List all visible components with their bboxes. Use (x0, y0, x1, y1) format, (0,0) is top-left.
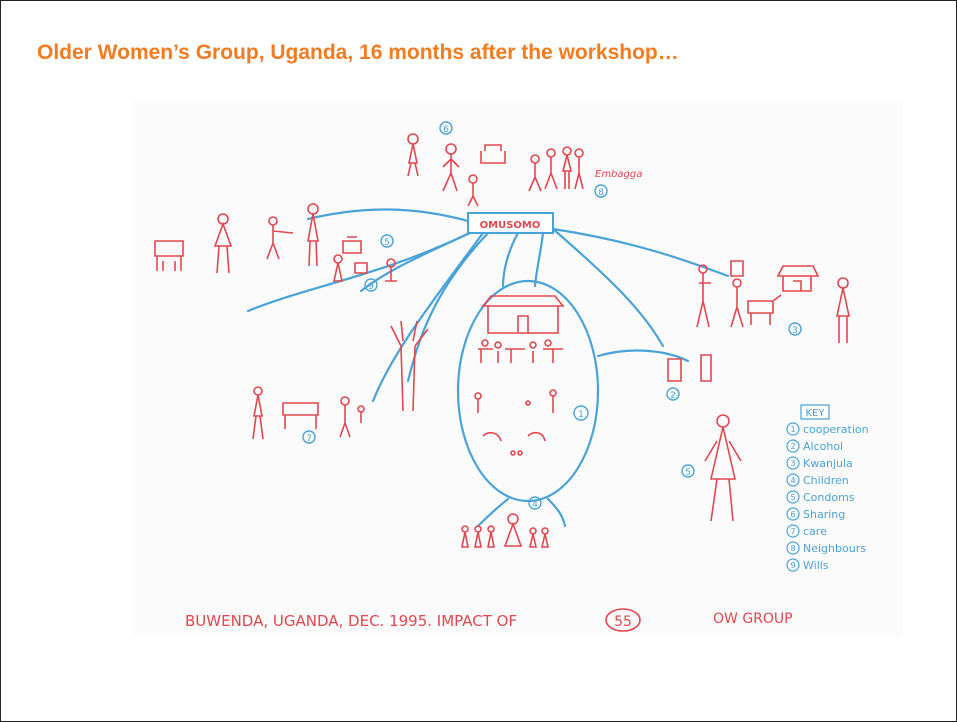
key-item-label: Kwanjula (803, 457, 853, 470)
key-item-number: 9 (790, 561, 795, 570)
marker-1: 1 (578, 410, 584, 420)
marker-8-circle (594, 184, 608, 198)
key-item-label: Wills (803, 559, 829, 572)
marker-3: 3 (792, 326, 798, 336)
marker-6: 6 (443, 125, 449, 135)
marker-5b-circle (681, 464, 695, 478)
key-item-number: 6 (790, 510, 795, 519)
marker-5a-circle (380, 234, 394, 248)
key-item-marker (786, 490, 800, 504)
marker-2-circle (666, 387, 680, 401)
marker-7: 7 (306, 434, 312, 444)
marker-8: 8 (598, 188, 604, 198)
key-item-marker (786, 422, 800, 436)
hand-drawn-impact-diagram: OMUSOMO 6 Embagga 8 (133, 101, 903, 636)
omusomo-label: OMUSOMO (480, 220, 541, 231)
key-title: KEY (806, 408, 826, 419)
key-item-label: Condoms (803, 491, 855, 504)
marker-3-circle (788, 322, 802, 336)
key-item-number: 2 (790, 442, 795, 451)
caption-circled-number: 55 (614, 614, 632, 630)
caption-circle (605, 608, 641, 632)
key-item-label: Alcohol (803, 440, 843, 453)
figures-wills-group (154, 203, 397, 282)
key-item-marker (786, 456, 800, 470)
key-item-marker (786, 439, 800, 453)
figure-condoms-right (704, 414, 742, 522)
marker-9-circle (364, 278, 378, 292)
embagga-label: Embagga (595, 169, 642, 180)
key-item-number: 8 (790, 544, 795, 553)
tree-drawing (390, 320, 429, 412)
key-item-label: cooperation (803, 423, 869, 436)
marker-5-top: 5 (384, 238, 390, 248)
key-item-marker (786, 473, 800, 487)
figures-sharing-group (407, 133, 584, 207)
marker-1-circle (573, 405, 589, 421)
marker-4: 4 (532, 500, 538, 510)
key-item-number: 1 (790, 425, 795, 434)
key-item-marker (786, 507, 800, 521)
key-item-marker (786, 558, 800, 572)
figures-village-group (474, 295, 565, 456)
marker-6-circle (439, 121, 453, 135)
key-item-number: 4 (790, 476, 795, 485)
marker-7-circle (302, 430, 316, 444)
caption-left: BUWENDA, UGANDA, DEC. 1995. IMPACT OF (185, 612, 517, 630)
figures-children-group (461, 513, 550, 548)
key-item-number: 7 (790, 527, 795, 536)
figures-alcohol-group (667, 354, 712, 382)
marker-5-right: 5 (685, 468, 691, 478)
slide-title: Older Women’s Group, Uganda, 16 months a… (37, 41, 679, 64)
caption-right: OW GROUP (713, 611, 793, 627)
omusomo-node: OMUSOMO (467, 212, 554, 234)
figures-care-group (252, 386, 365, 440)
key-item-label: Sharing (803, 508, 845, 521)
key-item-number: 3 (790, 459, 795, 468)
key-item-marker (786, 541, 800, 555)
key-item-number: 5 (790, 493, 795, 502)
connection-lines (246, 208, 730, 528)
key-legend: KEY 1 cooperation 2 Alcohol 3 Kwanjula 4 Childr… (786, 404, 869, 572)
marker-9: 9 (368, 282, 374, 292)
figures-kwanjula-group (696, 260, 850, 343)
key-item-marker (786, 524, 800, 538)
key-item-label: care (803, 525, 827, 538)
marker-2: 2 (670, 391, 676, 401)
key-item-label: Neighbours (803, 542, 866, 555)
marker-4-circle (528, 496, 542, 510)
key-item-label: Children (803, 474, 849, 487)
